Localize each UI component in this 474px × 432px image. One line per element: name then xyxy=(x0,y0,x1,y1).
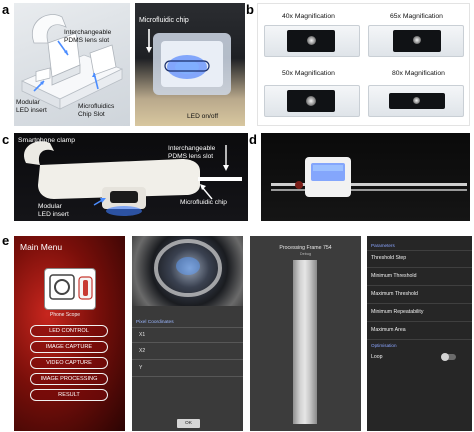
phone-scope-logo-text: Phone Scope xyxy=(50,312,81,318)
device-render-photo: Interchangeable PDMS lens slot Modular L… xyxy=(14,3,130,126)
app-main-menu-screen: Main Menu Phone Scope LED CONTROL IMAGE … xyxy=(14,236,125,431)
chip-photo-illustration xyxy=(146,29,231,95)
slide-40x xyxy=(264,25,360,57)
label-modular-led-insert: Modular LED insert xyxy=(16,99,47,114)
loop-toggle[interactable] xyxy=(441,353,456,361)
app-processing-screen: Processing Frame 754 Debug xyxy=(250,236,361,431)
panel-letter-b: b xyxy=(246,2,254,17)
minimum-threshold-item[interactable]: Minimum Threshold xyxy=(371,273,417,279)
loop-label: Loop xyxy=(371,354,383,360)
label-led-on-off: LED on/off xyxy=(187,113,219,120)
app-settings-screen: Parameters Threshold Step Minimum Thresh… xyxy=(367,236,472,431)
label-c-modular-led-insert: Modular LED insert xyxy=(38,203,69,218)
processed-channel-image xyxy=(293,260,317,424)
label-microfluidics-chip-slot: Microfluidics Chip Slot xyxy=(78,103,115,118)
preview-illustration xyxy=(154,239,222,297)
image-processing-button[interactable]: IMAGE PROCESSING xyxy=(30,373,108,385)
label-80x-magnification: 80x Magnification xyxy=(392,70,445,77)
pixel-coordinates-header: Pixel Coordinates xyxy=(136,320,174,325)
main-menu-title: Main Menu xyxy=(20,242,63,252)
device-render-illustration xyxy=(21,14,124,110)
microfluidic-chip-photo: Microfluidic chip LED on/off xyxy=(135,3,245,126)
slide-80x xyxy=(368,85,464,117)
chip-on-tool-illustration xyxy=(271,157,467,197)
processing-debug-label: Debug xyxy=(299,252,312,256)
label-smartphone-clamp: Smartphone clamp xyxy=(18,137,76,144)
led-control-button[interactable]: LED CONTROL xyxy=(30,325,108,337)
coord-y-label[interactable]: Y xyxy=(139,365,143,371)
magnification-slides-photo: 40x Magnification 65x Magnification 50x … xyxy=(257,3,470,126)
camera-icon xyxy=(49,274,93,300)
optimisation-header: Optimisation xyxy=(371,343,397,348)
chip-on-tool-photo xyxy=(261,133,470,221)
label-c-microfluidic-chip: Microfluidic chip xyxy=(180,199,227,206)
label-c-interchangeable-lens-slot: Interchangeable PDMS lens slot xyxy=(168,145,216,160)
slide-50x xyxy=(264,85,360,117)
coord-x2-label[interactable]: X2 xyxy=(139,348,146,354)
panel-letter-d: d xyxy=(249,132,257,147)
processing-frame-title: Processing Frame 754 xyxy=(279,245,332,251)
app-pixel-coordinates-screen: Pixel Coordinates X1 X2 Y OK xyxy=(132,236,243,431)
coord-x1-label[interactable]: X1 xyxy=(139,332,146,338)
label-microfluidic-chip: Microfluidic chip xyxy=(139,17,189,24)
smartphone-clamp-photo: Smartphone clamp Interchangeable PDMS le… xyxy=(14,133,248,221)
video-capture-button[interactable]: VIDEO CAPTURE xyxy=(30,357,108,369)
result-button[interactable]: RESULT xyxy=(30,389,108,401)
slide-65x xyxy=(368,25,464,57)
label-50x-magnification: 50x Magnification xyxy=(282,70,335,77)
maximum-area-item[interactable]: Maximum Area xyxy=(371,327,406,333)
panel-letter-c: c xyxy=(2,132,10,147)
parameters-header: Parameters xyxy=(371,243,395,248)
image-capture-button[interactable]: IMAGE CAPTURE xyxy=(30,341,108,353)
clamp-illustration xyxy=(24,141,242,216)
loop-toggle-knob xyxy=(441,353,449,361)
threshold-step-item[interactable]: Threshold Step xyxy=(371,255,407,261)
label-interchangeable-lens-slot: Interchangeable PDMS lens slot xyxy=(64,29,112,44)
label-40x-magnification: 40x Magnification xyxy=(282,13,335,20)
minimum-repeatability-item[interactable]: Minimum Repeatability xyxy=(371,309,424,315)
maximum-threshold-item[interactable]: Maximum Threshold xyxy=(371,291,418,297)
ok-button[interactable]: OK xyxy=(177,419,200,428)
panel-letter-a: a xyxy=(2,2,10,17)
microscope-preview-image xyxy=(132,236,243,306)
label-65x-magnification: 65x Magnification xyxy=(390,13,443,20)
panel-letter-e: e xyxy=(2,233,10,248)
phone-scope-logo xyxy=(44,268,96,310)
